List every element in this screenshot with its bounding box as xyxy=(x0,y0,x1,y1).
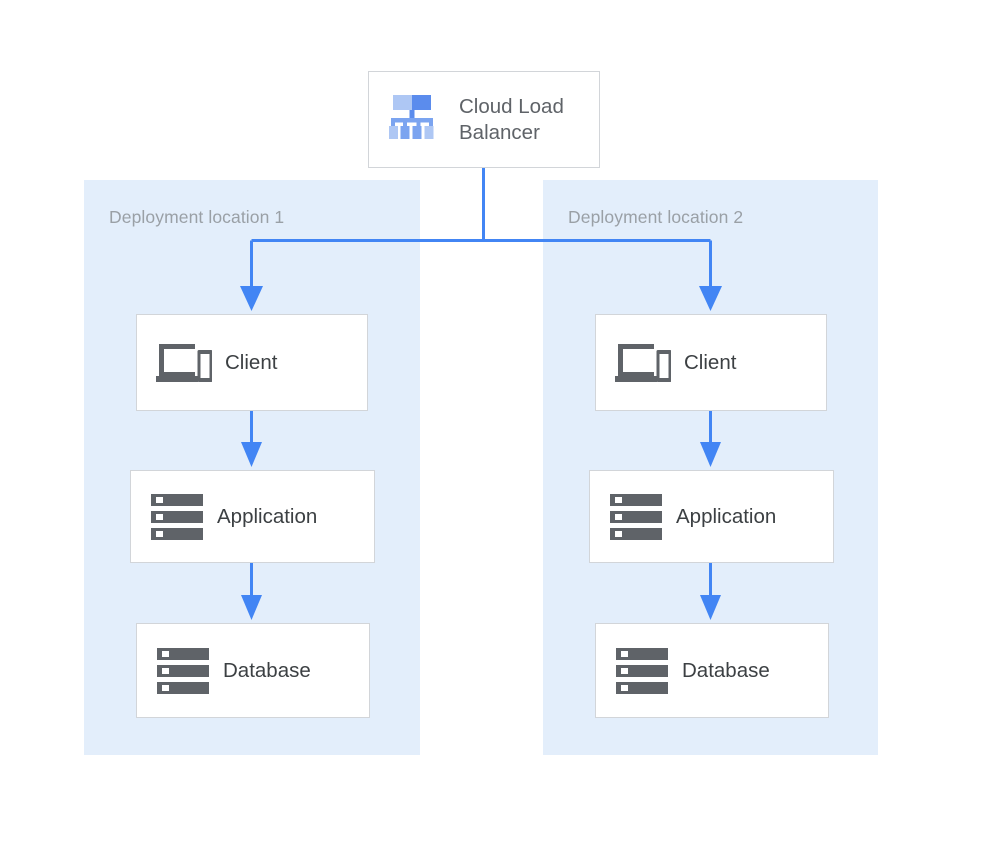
arrowhead-lb-to-client-2 xyxy=(699,286,722,311)
application-node-zone-1[interactable]: Application xyxy=(130,470,375,563)
cloud-load-balancer-node[interactable]: Cloud Load Balancer xyxy=(368,71,600,168)
server-icon xyxy=(151,493,203,541)
application-label-zone-1: Application xyxy=(217,504,318,528)
database-node-zone-2[interactable]: Database xyxy=(595,623,829,718)
devices-icon xyxy=(614,340,672,386)
database-node-zone-1[interactable]: Database xyxy=(136,623,370,718)
arrowhead-app-1-to-db-1 xyxy=(241,595,262,620)
client-label-zone-1: Client xyxy=(225,350,278,374)
cloud-load-balancer-label: Cloud Load Balancer xyxy=(459,94,564,144)
server-icon xyxy=(157,647,209,695)
client-label-zone-2: Client xyxy=(684,350,737,374)
application-label-zone-2: Application xyxy=(676,504,777,528)
arrowhead-lb-to-client-1 xyxy=(240,286,263,311)
application-node-zone-2[interactable]: Application xyxy=(589,470,834,563)
database-label-zone-1: Database xyxy=(223,658,311,682)
server-icon xyxy=(610,493,662,541)
hierarchy-icon xyxy=(389,93,439,146)
arrowhead-client-1-to-app-1 xyxy=(241,442,262,467)
devices-icon xyxy=(155,340,213,386)
server-icon xyxy=(616,647,668,695)
client-node-zone-2[interactable]: Client xyxy=(595,314,827,411)
zone-1-label: Deployment location 1 xyxy=(109,207,285,227)
database-label-zone-2: Database xyxy=(682,658,770,682)
arrowhead-app-2-to-db-2 xyxy=(700,595,721,620)
zone-2-label: Deployment location 2 xyxy=(568,207,744,227)
arrowhead-client-2-to-app-2 xyxy=(700,442,721,467)
client-node-zone-1[interactable]: Client xyxy=(136,314,368,411)
